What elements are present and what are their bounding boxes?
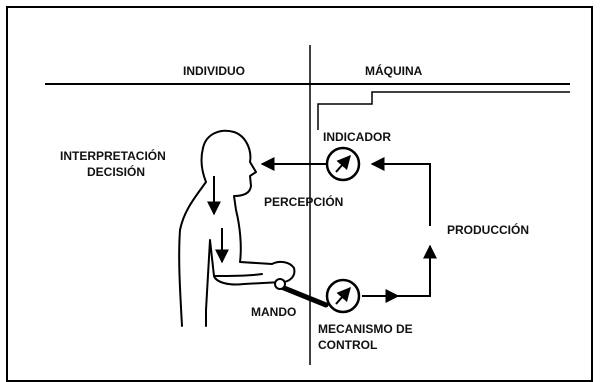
person-silhouette-icon <box>178 129 296 327</box>
lever-knob <box>274 278 286 290</box>
label-mechanism: MECANISMO DE <box>318 322 413 336</box>
header-machine: MÁQUINA <box>365 64 423 78</box>
gauge-dial-icon <box>325 278 361 314</box>
diagram-frame <box>6 6 593 382</box>
production-loop-top <box>370 157 431 226</box>
label-command: MANDO <box>251 305 297 319</box>
label-production: PRODUCCIÓN <box>447 223 530 237</box>
label-decision: DECISIÓN <box>87 165 146 179</box>
gauge-dial-icon <box>325 146 361 182</box>
label-indicator: INDICADOR <box>323 130 391 144</box>
control-lever <box>276 283 329 308</box>
header-individual: INDIVIDUO <box>183 64 246 78</box>
label-perception: PERCEPCIÓN <box>264 195 344 209</box>
machine-boundary <box>317 91 570 130</box>
production-loop <box>398 260 431 297</box>
label-control: CONTROL <box>318 338 378 352</box>
label-interpretation: INTERPRETACIÓN <box>60 149 166 163</box>
